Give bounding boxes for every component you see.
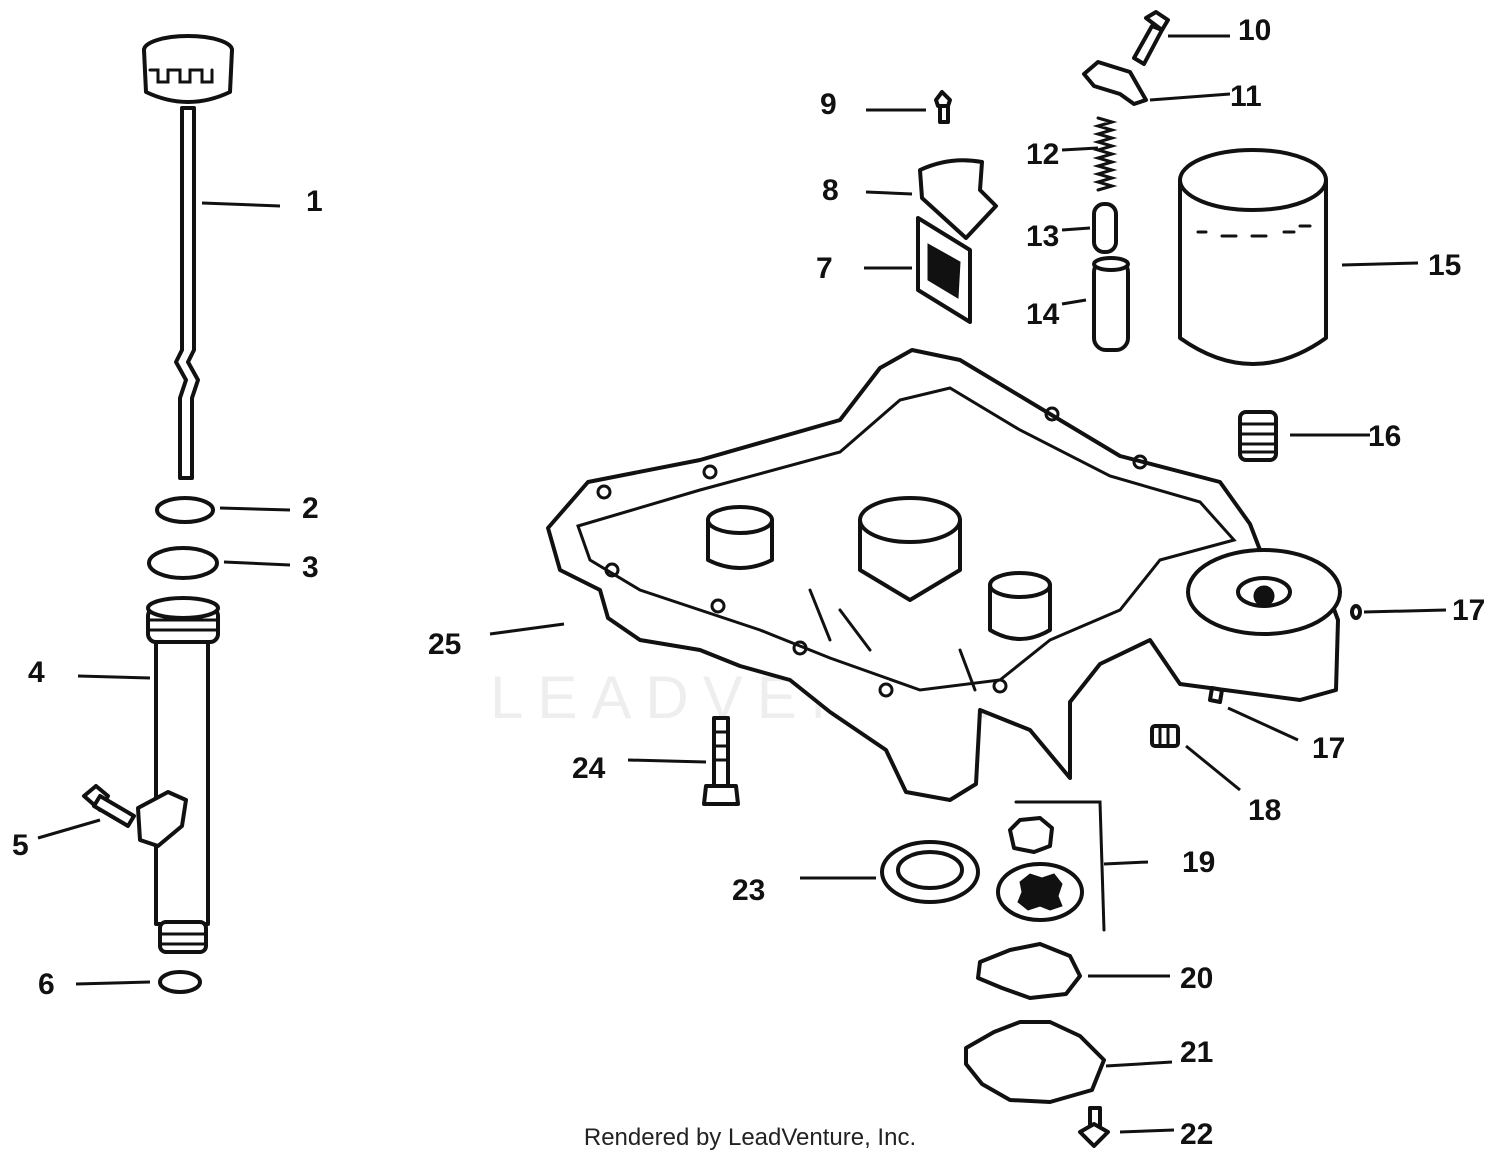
part-3-o-ring[interactable] xyxy=(147,546,219,580)
part-17-plug-lower[interactable] xyxy=(1208,686,1224,704)
part-8-cover-plate[interactable] xyxy=(918,158,998,240)
callout-12: 12 xyxy=(1026,138,1059,171)
callout-numbers: 1 2 3 4 5 6 7 8 9 10 11 12 13 14 15 16 1… xyxy=(12,14,1485,1151)
part-15-oil-filter[interactable] xyxy=(1178,148,1328,366)
callout-18: 18 xyxy=(1248,794,1281,827)
callout-17-lower: 17 xyxy=(1312,732,1345,765)
footer-credit: Rendered by LeadVenture, Inc. xyxy=(583,1124,917,1151)
callout-15: 15 xyxy=(1428,249,1461,282)
callout-25: 25 xyxy=(428,628,461,661)
part-10-bolt[interactable] xyxy=(1132,10,1170,66)
callout-6: 6 xyxy=(38,968,55,1001)
callout-9: 9 xyxy=(820,88,837,121)
callout-13: 13 xyxy=(1026,220,1059,253)
callout-2: 2 xyxy=(302,492,319,525)
part-17-plug-upper[interactable] xyxy=(1350,604,1362,620)
callout-16: 16 xyxy=(1368,420,1401,453)
part-14-sleeve[interactable] xyxy=(1092,256,1130,352)
callout-10: 10 xyxy=(1238,14,1271,47)
callout-23: 23 xyxy=(732,874,765,907)
callout-19: 19 xyxy=(1182,846,1215,879)
part-6-o-ring[interactable] xyxy=(158,970,202,994)
part-5-bolt[interactable] xyxy=(82,784,136,828)
callout-4: 4 xyxy=(28,656,45,689)
part-22-screw[interactable] xyxy=(1078,1106,1110,1148)
part-19-oil-pump-gears[interactable] xyxy=(996,800,1106,932)
callout-24: 24 xyxy=(572,752,606,785)
part-1-dipstick[interactable] xyxy=(142,34,234,480)
callout-20: 20 xyxy=(1180,962,1213,995)
part-11-bracket[interactable] xyxy=(1082,60,1148,106)
part-24-bolt[interactable] xyxy=(702,716,740,806)
callout-1: 1 xyxy=(306,185,323,218)
leader-lines xyxy=(37,34,1447,1134)
callout-21: 21 xyxy=(1180,1036,1213,1069)
part-25-oil-pan[interactable] xyxy=(546,348,1342,802)
part-2-o-ring[interactable] xyxy=(155,496,215,524)
part-20-gasket[interactable] xyxy=(976,942,1082,1000)
callout-7: 7 xyxy=(816,252,833,285)
callout-5: 5 xyxy=(12,829,29,862)
part-21-pump-cover[interactable] xyxy=(964,1020,1106,1104)
callout-22: 22 xyxy=(1180,1118,1213,1151)
part-18-fitting[interactable] xyxy=(1150,724,1180,748)
callout-8: 8 xyxy=(822,174,839,207)
callout-3: 3 xyxy=(302,551,319,584)
callout-11: 11 xyxy=(1230,80,1262,113)
part-9-screw[interactable] xyxy=(934,90,952,124)
callout-14: 14 xyxy=(1026,298,1060,331)
part-7-decal[interactable] xyxy=(916,216,972,324)
callout-17-upper: 17 xyxy=(1452,594,1485,627)
part-16-plug[interactable] xyxy=(1238,410,1278,462)
part-13-pin[interactable] xyxy=(1092,202,1118,254)
part-23-oil-seal[interactable] xyxy=(880,840,980,904)
part-4-dipstick-tube[interactable] xyxy=(136,596,220,954)
part-12-spring[interactable] xyxy=(1092,116,1118,192)
